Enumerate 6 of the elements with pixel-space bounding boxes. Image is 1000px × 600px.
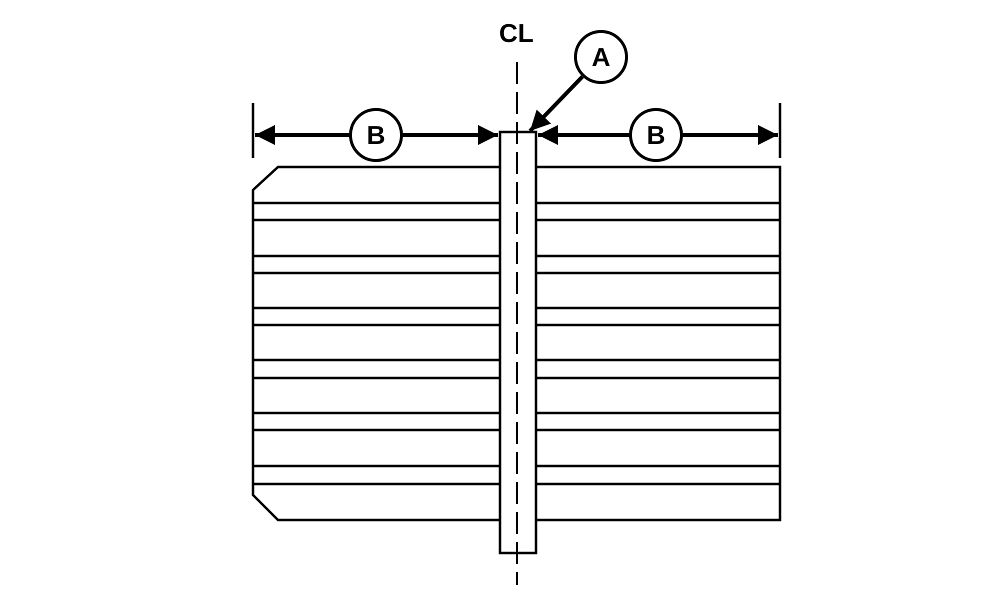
center-band: [498, 130, 538, 554]
callout-letter: B: [349, 108, 403, 162]
callout-circle: A: [574, 30, 628, 84]
callout-letter: B: [629, 108, 683, 162]
leader-line: [528, 75, 584, 132]
centerline-symbol: CL: [499, 20, 534, 46]
